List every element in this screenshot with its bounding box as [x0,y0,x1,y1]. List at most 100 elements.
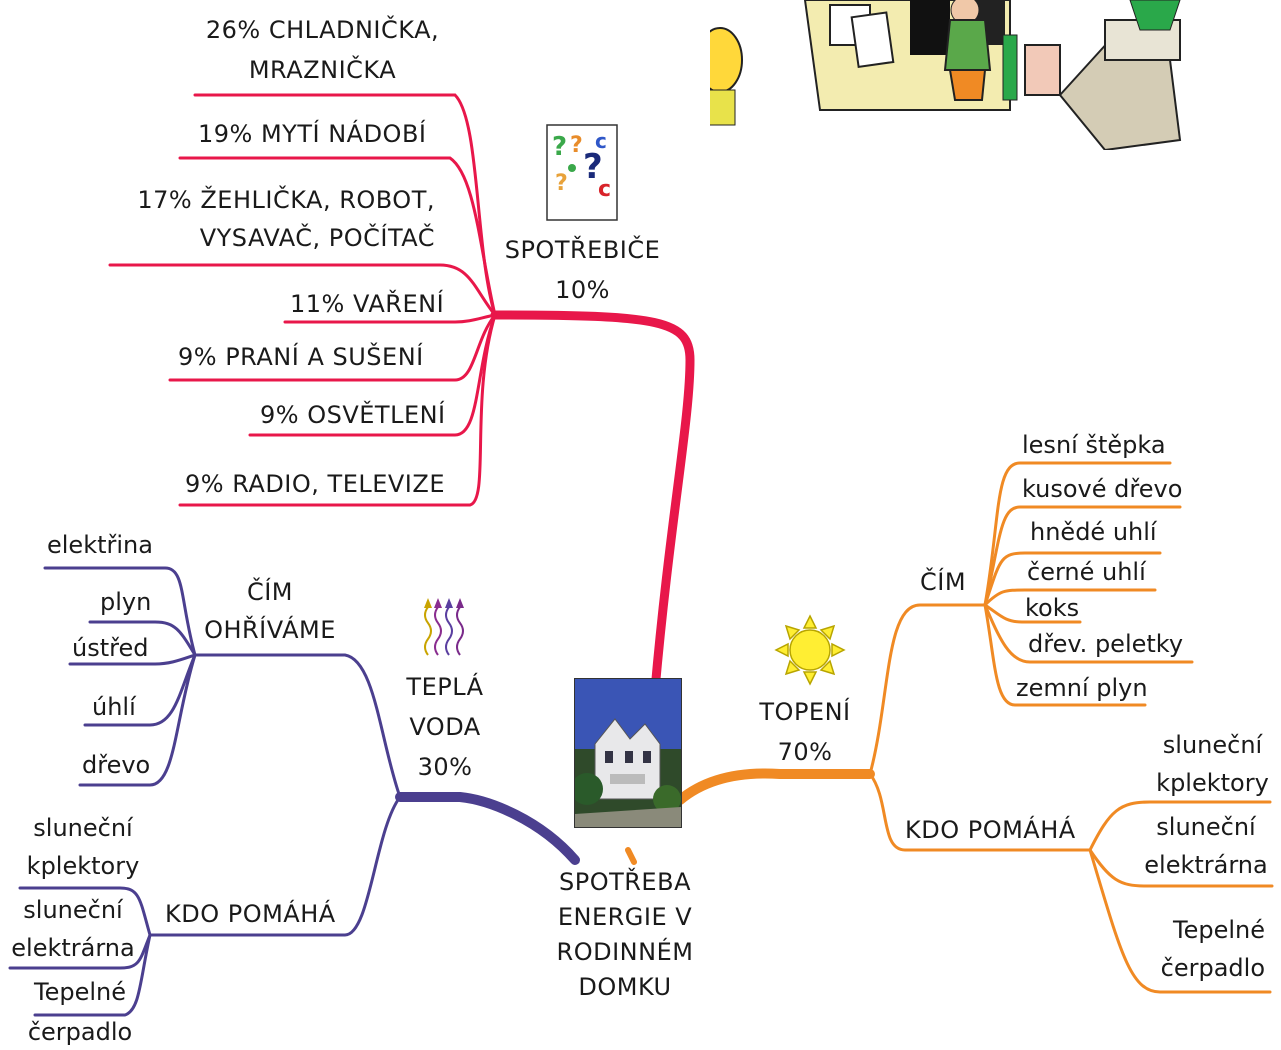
fuel-item: lesní štěpka [1022,431,1166,459]
appliance-item: 9% RADIO, TELEVIZE [185,470,445,498]
water-title-line: TEPLÁ [406,673,484,701]
heating-helper-item: sluneční elektrárna [1140,815,1272,877]
center-line-1: SPOTŘEBA [559,868,691,896]
twig-water-kdo [148,795,402,937]
center-line-2: ENERGIE V [557,903,693,931]
water-by-what-line: OHŘÍVÁME [204,616,336,644]
fuel-item: kusové dřevo [1022,475,1183,503]
svg-text:?: ? [570,133,583,158]
branch-water-main [395,792,580,865]
water-source-item: plyn [100,588,152,616]
water-source-item: ústřed [72,634,149,662]
twig-kdo-1 [1088,800,1272,852]
twig-cim-5 [983,603,1082,624]
water-title-line: VODA [409,713,481,741]
twig-cim-2 [983,505,1182,607]
water-helpers-title: KDO POMÁHÁ [165,900,336,928]
water-helper-item: sluneční kplektory [18,816,148,878]
twig-kdo-2 [1088,848,1274,888]
appliance-item-text: MRAZNIČKA [248,56,397,84]
twig-appliance-2 [178,156,497,317]
branch-appliances-main [490,310,695,695]
twig-heating-kdo [868,772,1092,852]
renovation-cartoon [710,0,1182,150]
heating-by-what-title: ČÍM [920,568,967,596]
twig-appliance-4 [283,313,497,324]
heating-helper-text: sluneční [1162,731,1263,759]
appliance-item: 11% VAŘENÍ [290,290,445,318]
question-marks-icon: ? ? c ? ? c [546,124,618,221]
heating-title: TOPENÍ [759,698,851,726]
appliance-item: 9% OSVĚTLENÍ [260,401,446,429]
center-line-4: DOMKU [578,973,672,1001]
center-line-3: RODINNÉM [556,938,694,966]
fuel-item: hnědé uhlí [1030,518,1157,546]
water-helper-text: sluneční [23,896,123,924]
heating-percent: 70% [777,738,833,766]
twig-cim-3 [983,551,1162,607]
water-helper-text: Tepelné [34,978,126,1006]
twig-cim-1 [983,461,1172,607]
svg-text:?: ? [555,171,568,196]
steam-icon [424,598,464,656]
heating-helpers-title: KDO POMÁHÁ [905,816,1076,844]
appliance-item-text: 17% ŽEHLIČKA, ROBOT, [137,186,435,214]
twig-wcim-5 [78,653,197,787]
appliance-item-text: VYSAVAČ, POČÍTAČ [199,224,435,252]
water-helper-text: kplektory [26,852,140,880]
twig-appliance-3 [108,263,497,317]
twig-wcim-2 [88,620,197,657]
water-source-item: úhlí [92,693,136,721]
heating-helper-text: elektrárna [1144,851,1268,879]
appliance-item: 9% PRANÍ A SUŠENÍ [178,343,424,371]
fuel-item: černé uhlí [1027,558,1146,586]
heating-helper-text: kplektory [1156,769,1269,797]
water-percent: 30% [417,753,473,781]
twig-cim-7 [983,603,1147,707]
appliance-item: 17% ŽEHLIČKA, ROBOT, VYSAVAČ, POČÍTAČ [110,188,435,250]
twig-cim-4 [983,588,1157,607]
water-helper-text: elektrárna [11,934,135,962]
appliances-title: SPOTŘEBIČE [504,236,661,264]
water-by-what-line: ČÍM [246,578,294,606]
fuel-item: zemní plyn [1016,674,1148,702]
heating-helper-text: čerpadlo [1160,954,1265,982]
water-helper-text: čerpadlo [27,1018,133,1046]
water-topic: TEPLÁ VODA 30% [395,675,495,779]
water-helper-item: sluneční elektrárna [8,898,138,960]
water-source-item: dřevo [82,751,151,779]
house-photo [574,678,682,828]
heating-helper-text: sluneční [1156,813,1256,841]
sun-icon [774,614,846,686]
water-helper-item: Tepelné čerpadlo [20,980,140,1044]
twig-appliance-7 [178,313,497,507]
twig-wcim-3 [68,653,197,666]
twig-wkdo-3 [33,933,152,1017]
svg-text:?: ? [552,132,567,162]
twig-kdo-3 [1088,848,1272,994]
appliance-item: 19% MYTÍ NÁDOBÍ [198,120,427,148]
water-source-item: elektřina [47,531,153,559]
twig-cim-6 [983,603,1194,664]
appliances-percent: 10% [555,276,610,304]
fuel-item: dřev. peletky [1028,630,1184,658]
twig-heating-cim [868,603,987,776]
water-helper-text: sluneční [33,814,133,842]
center-topic: SPOTŘEBA ENERGIE V RODINNÉM DOMKU [545,870,705,999]
heating-helper-item: sluneční kplektory [1150,733,1275,795]
branch-heating-main [675,768,875,805]
svg-text:?: ? [583,147,603,187]
svg-text:c: c [598,177,611,202]
heating-helper-item: Tepelné čerpadlo [1140,918,1265,980]
twig-wcim-1 [43,566,197,657]
twig-wkdo-1 [18,886,152,937]
twig-water-cim [193,653,402,799]
appliance-item: 26% CHLADNIČKA, MRAZNIČKA [190,18,455,82]
fuel-item: koks [1025,594,1080,622]
heating-topic: TOPENÍ 70% [745,700,865,764]
center-pointer [625,847,637,865]
svg-text:c: c [595,129,607,153]
heating-helper-text: Tepelné [1173,916,1265,944]
